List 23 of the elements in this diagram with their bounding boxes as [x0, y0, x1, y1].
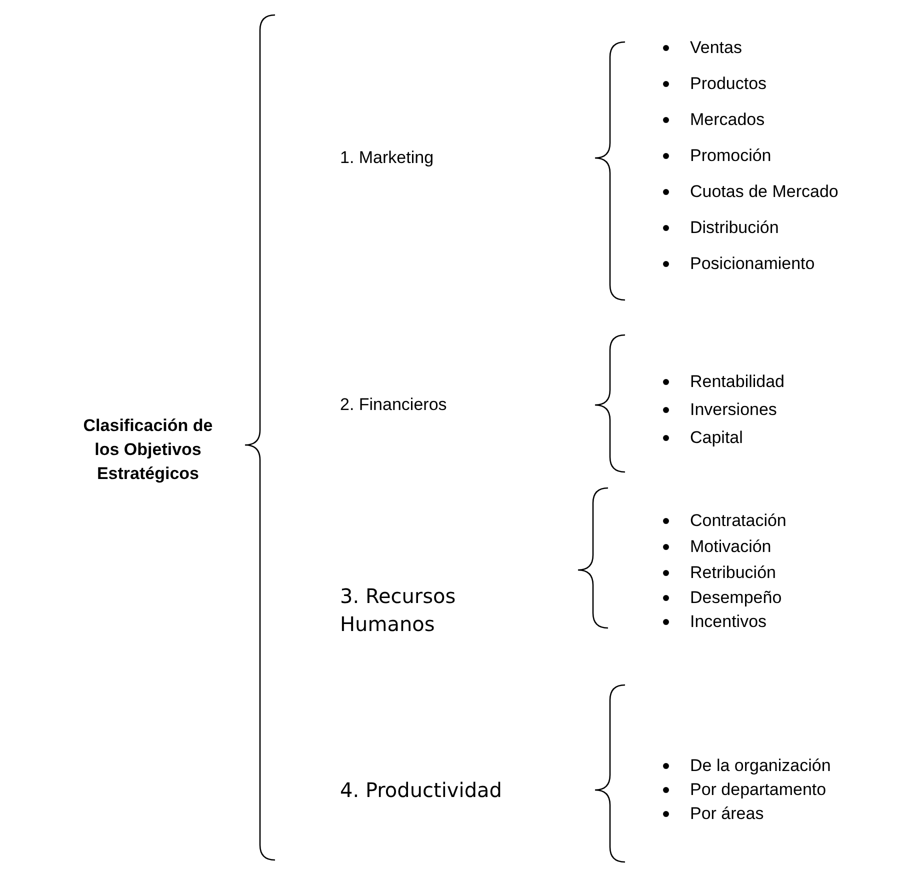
category-label: 3. Recursos Humanos	[340, 583, 457, 638]
category-label: 4. Productividad	[340, 777, 503, 804]
list-item: Por departamento	[690, 780, 826, 800]
list-item: De la organización	[690, 756, 831, 776]
list-item: Desempeño	[690, 588, 782, 608]
root-label: Clasificación de los Objetivos Estratégicos	[82, 415, 214, 485]
category-label: 2. Financieros	[340, 395, 447, 415]
list-item: Cuotas de Mercado	[690, 182, 838, 202]
list-item: Ventas	[690, 38, 742, 58]
list-item: Mercados	[690, 110, 765, 130]
list-item: Capital	[690, 428, 743, 448]
list-item: Posicionamiento	[690, 254, 815, 274]
list-item: Productos	[690, 74, 767, 94]
category-label: 1. Marketing	[340, 148, 434, 168]
list-item: Retribución	[690, 563, 776, 583]
list-item: Contratación	[690, 511, 786, 531]
list-item: Incentivos	[690, 612, 767, 632]
list-item: Inversiones	[690, 400, 777, 420]
list-item: Promoción	[690, 146, 772, 166]
list-item: Distribución	[690, 218, 779, 238]
list-item: Motivación	[690, 537, 772, 557]
list-item: Por áreas	[690, 804, 764, 824]
list-item: Rentabilidad	[690, 372, 785, 392]
